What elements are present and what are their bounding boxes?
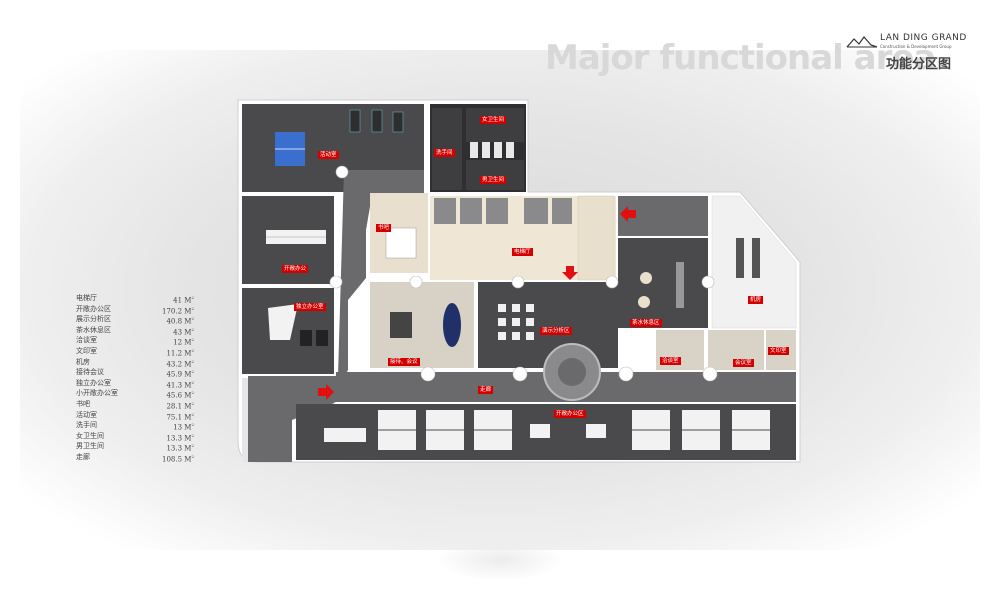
lounge-sofa bbox=[390, 312, 412, 338]
female-wc bbox=[466, 108, 524, 142]
legend-name: 洽谈室 bbox=[76, 336, 97, 345]
legend-value: 28.1 M bbox=[166, 402, 192, 411]
treadmill bbox=[349, 109, 361, 133]
meeting-table bbox=[443, 303, 461, 347]
legend-name: 电梯厅 bbox=[76, 294, 97, 302]
office-desk bbox=[268, 304, 298, 340]
legend-name: 展示分析区 bbox=[76, 315, 111, 324]
company-logo: LAN DING GRAND Construction & Developmen… bbox=[846, 33, 966, 53]
legend-value: 170.2 M bbox=[162, 306, 192, 315]
background-smudge-bottom bbox=[440, 540, 560, 580]
legend-value: 41 M bbox=[173, 296, 192, 305]
logo-mountain-icon bbox=[846, 36, 878, 48]
legend-name: 机房 bbox=[76, 357, 90, 366]
logo-name: LAN DING GRAND bbox=[880, 33, 967, 43]
legend-value: 12 M bbox=[173, 338, 192, 347]
room-label-washroom: 洗手间 bbox=[434, 149, 455, 157]
room-label-male-wc: 男卫生间 bbox=[480, 176, 507, 184]
tea-area bbox=[618, 238, 708, 328]
entry-arrow-icon bbox=[562, 266, 578, 280]
room-label-machine-room: 机房 bbox=[748, 296, 764, 304]
page-title-cn: 功能分区图 bbox=[886, 57, 952, 72]
logo-subtitle: Construction & Development Group bbox=[880, 44, 952, 49]
legend-name: 开敞办公区 bbox=[76, 304, 111, 313]
legend-name: 接待会议 bbox=[76, 368, 104, 377]
room-label-elevator-hall: 电梯厅 bbox=[512, 248, 533, 256]
legend-value: 43.2 M bbox=[166, 359, 192, 368]
legend-value: 45.9 M bbox=[166, 370, 192, 379]
legend-value: 11.2 M bbox=[166, 349, 192, 358]
legend-name: 独立办公室 bbox=[76, 378, 111, 387]
legend-value: 75.1 M bbox=[166, 412, 192, 421]
legend-value: 43 M bbox=[173, 328, 192, 337]
legend-name: 小开敞办公室 bbox=[76, 389, 118, 398]
room-label-female-wc: 女卫生间 bbox=[480, 116, 507, 124]
room-label-negotiation: 洽谈室 bbox=[660, 357, 681, 365]
room-label-meeting2: 会议室 bbox=[733, 359, 754, 367]
legend-name: 文印室 bbox=[76, 346, 97, 355]
legend-value: 45.6 M bbox=[166, 391, 192, 400]
room-label-tea-area: 茶水休息区 bbox=[630, 319, 662, 327]
male-wc bbox=[466, 160, 524, 190]
sofa bbox=[316, 330, 328, 346]
entry-arrow-icon bbox=[318, 384, 334, 400]
legend-name: 洗手间 bbox=[76, 421, 97, 430]
room-label-display-area: 演示分析区 bbox=[540, 327, 572, 335]
room-label-corridor: 走廊 bbox=[478, 386, 494, 394]
corridor-left bbox=[248, 170, 424, 462]
legend-name: 书吧 bbox=[76, 399, 90, 408]
legend-value: 40.8 M bbox=[166, 317, 192, 326]
legend-name: 男卫生间 bbox=[76, 442, 104, 451]
treadmill bbox=[371, 109, 383, 133]
legend-name: 女卫生间 bbox=[76, 431, 104, 440]
legend-name: 走廊 bbox=[76, 452, 90, 461]
legend-value: 108.5 M bbox=[162, 455, 192, 464]
entry-arrow-icon bbox=[620, 206, 636, 222]
book-table bbox=[385, 227, 417, 259]
room-label-open-office: 开敞办公区 bbox=[554, 410, 586, 418]
legend-value: 13 M bbox=[173, 423, 192, 432]
legend-name: 活动室 bbox=[76, 410, 97, 419]
room-label-reception: 接待、会议 bbox=[388, 358, 420, 366]
legend-value: 13.3 M bbox=[166, 444, 192, 453]
room-label-activity: 活动室 bbox=[318, 151, 339, 159]
legend-name: 茶水休息区 bbox=[76, 325, 111, 334]
room-label-small-open-office: 开敞办公 bbox=[282, 265, 309, 273]
sofa bbox=[300, 330, 312, 346]
legend-value: 13.3 M bbox=[166, 434, 192, 443]
legend-value: 41.3 M bbox=[166, 381, 192, 390]
bike bbox=[392, 111, 404, 133]
room-label-private-office: 独立办公室 bbox=[294, 303, 326, 311]
room-label-print-room: 文印室 bbox=[768, 347, 789, 355]
tea-counter bbox=[676, 262, 684, 308]
room-label-book-bar: 书吧 bbox=[376, 224, 392, 232]
